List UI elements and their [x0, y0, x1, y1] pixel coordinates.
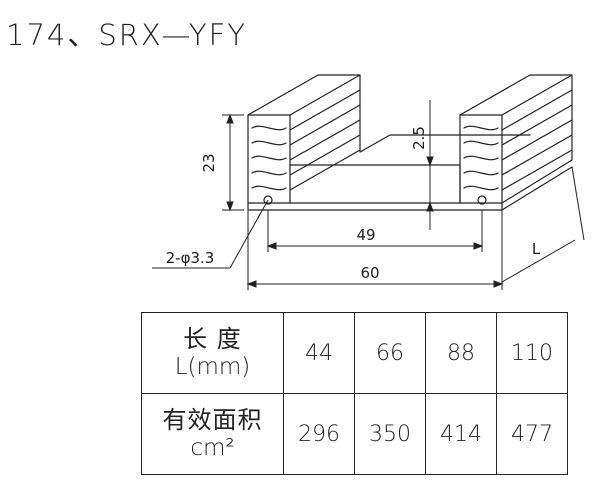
area-value-3: 414: [425, 393, 497, 475]
length-value-4: 110: [496, 312, 568, 394]
dim-outer-width-label: 60: [360, 264, 379, 282]
dim-inner-width-label: 49: [356, 226, 375, 244]
dim-fin-gap-label: 2.5: [410, 126, 428, 150]
page-title: 174、SRX—YFY: [6, 18, 248, 52]
length-unit: L(mm): [174, 353, 251, 380]
table-row: 有效面积 cm² 296 350 414 477: [141, 393, 568, 475]
heatsink-base: [247, 202, 503, 211]
dim-length-label: L: [532, 240, 541, 258]
mounting-hole-left: [263, 195, 273, 205]
center-channel: [289, 164, 461, 204]
area-value-2: 350: [354, 393, 426, 475]
dim-height-label: 23: [200, 153, 218, 172]
length-value-1: 44: [283, 312, 355, 394]
spec-table: 长 度 L(mm) 44 66 88 110 有效面积 cm² 296 350 …: [141, 312, 568, 475]
area-unit: cm²: [190, 434, 235, 461]
table-row: 长 度 L(mm) 44 66 88 110: [141, 312, 568, 394]
area-label: 有效面积: [162, 405, 263, 434]
row-label-length: 长 度 L(mm): [141, 312, 284, 394]
hole-callout-label: 2-φ3.3: [166, 249, 215, 267]
area-value-4: 477: [496, 393, 568, 475]
length-value-2: 66: [354, 312, 426, 394]
length-value-3: 88: [425, 312, 497, 394]
area-value-1: 296: [283, 393, 355, 475]
row-label-area: 有效面积 cm²: [141, 393, 284, 475]
mounting-hole-right: [477, 195, 487, 205]
heatsink-drawing: 23 2.5 49 60 L 2-φ3.3: [152, 74, 585, 290]
length-label: 长 度: [183, 324, 242, 353]
